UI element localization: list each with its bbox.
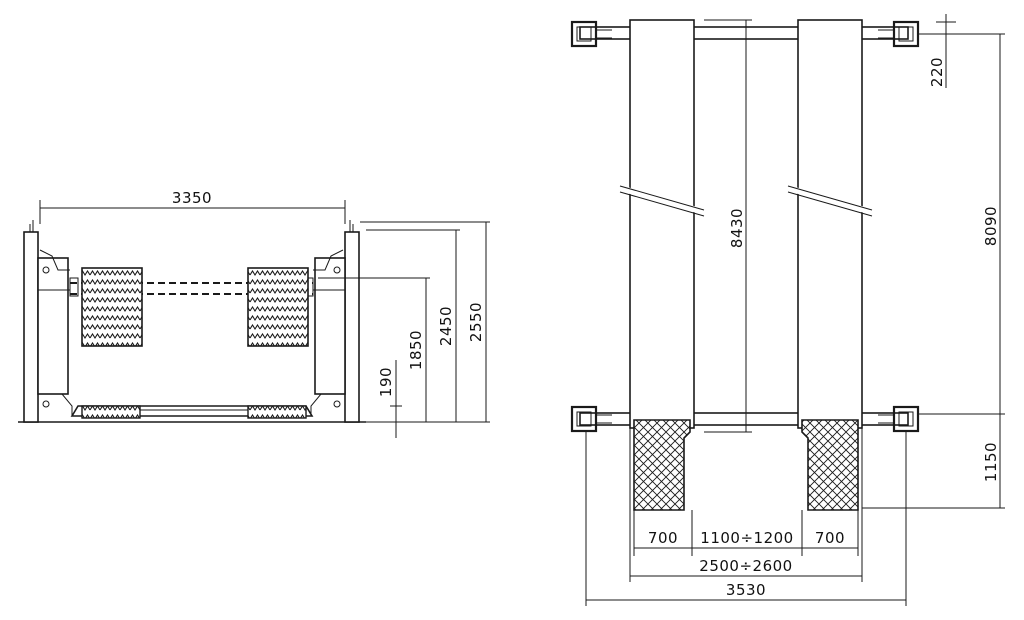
dim-220: 220 (928, 57, 946, 87)
ramp-left (633, 419, 691, 511)
lowered-platform (70, 405, 314, 419)
dim-1850: 1850 (407, 330, 425, 370)
dimension-3350: 3350 (39, 189, 346, 224)
post-top-left (570, 20, 612, 48)
dim-2450: 2450 (437, 306, 455, 346)
post-bottom-left (570, 405, 612, 433)
left-column (23, 220, 73, 423)
dim-runway-gap: 1100÷1200 (700, 529, 793, 547)
raised-runway-left (81, 267, 143, 347)
height-dimensions: 190 1850 2450 2550 (318, 221, 490, 438)
dim-8090: 8090 (982, 206, 1000, 246)
dim-front-width: 3350 (172, 189, 212, 207)
ramp-right (801, 419, 859, 511)
left-runway (629, 19, 695, 429)
right-dimensions: 220 8090 1150 (862, 14, 1005, 509)
raised-platform (69, 267, 314, 347)
right-runway (797, 19, 863, 429)
dim-2550: 2550 (467, 302, 485, 342)
dim-700-left: 700 (648, 529, 678, 547)
lowered-runway-left (81, 405, 141, 419)
bottom-dimensions: 700 1100÷1200 700 2500÷2600 3530 (585, 428, 907, 606)
break-lines (619, 185, 873, 217)
raised-runway-right (247, 267, 309, 347)
right-column (310, 220, 360, 423)
dim-700-right: 700 (815, 529, 845, 547)
front-view: 3350 190 1850 2450 2550 (18, 189, 490, 438)
dim-3530: 3530 (726, 581, 766, 599)
dim-outer-span: 2500÷2600 (699, 557, 792, 575)
dim-8430: 8430 (728, 208, 746, 248)
dim-1150: 1150 (982, 442, 1000, 482)
plan-view: 8430 (570, 14, 1005, 606)
dim-190: 190 (377, 367, 395, 397)
lowered-runway-right (247, 405, 307, 419)
